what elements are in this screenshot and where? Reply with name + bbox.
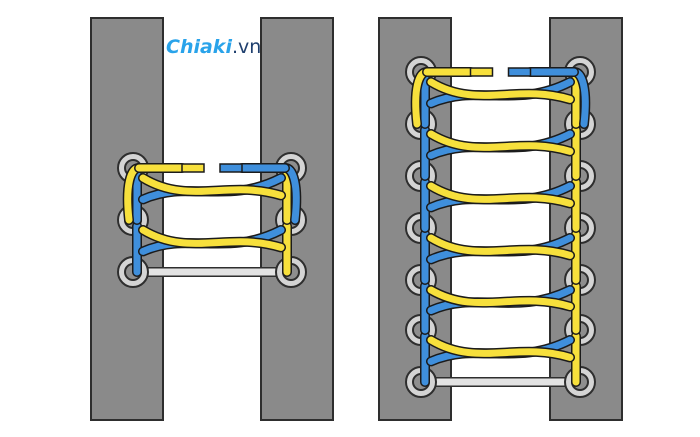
panel-seven-eyelets bbox=[378, 17, 623, 421]
lace-cross-yellow-1 bbox=[138, 173, 286, 201]
aglet-yellow bbox=[469, 67, 494, 77]
watermark-logo: Chiaki.vn bbox=[166, 36, 261, 58]
lace-cross-yellow-1-fill bbox=[427, 78, 574, 103]
lace-cross-yellow-2 bbox=[138, 225, 286, 253]
aglet-yellow-body bbox=[469, 67, 494, 77]
aglet-blue bbox=[507, 67, 532, 77]
lace-cross-yellow-4-fill bbox=[427, 234, 574, 259]
watermark-brand: Chiaki bbox=[166, 36, 232, 58]
lace-cross-yellow-2 bbox=[426, 129, 575, 157]
panel-three-eyelets bbox=[90, 17, 334, 421]
aglet-blue-body bbox=[507, 67, 532, 77]
aglet-yellow-body bbox=[181, 163, 205, 173]
lace-cross-yellow-2-fill bbox=[139, 226, 285, 251]
lace-cross-yellow-1-fill bbox=[139, 174, 285, 199]
lace-cross-yellow-6-fill bbox=[427, 336, 574, 361]
lace-cross-yellow-4 bbox=[426, 233, 575, 261]
lace-cross-yellow-3-fill bbox=[427, 182, 574, 207]
lace-cross-yellow-5-fill bbox=[427, 286, 574, 310]
aglet-blue bbox=[219, 163, 243, 173]
watermark-suffix: .vn bbox=[231, 36, 262, 58]
lace-cross-yellow-6 bbox=[426, 335, 575, 363]
aglet-blue-body bbox=[219, 163, 243, 173]
lace-cross-yellow-3 bbox=[426, 181, 575, 209]
lace-cross-yellow-5 bbox=[426, 285, 575, 312]
lace-cross-yellow-2-fill bbox=[427, 130, 574, 155]
lace-cross-yellow-1 bbox=[426, 77, 575, 105]
aglet-yellow bbox=[181, 163, 205, 173]
